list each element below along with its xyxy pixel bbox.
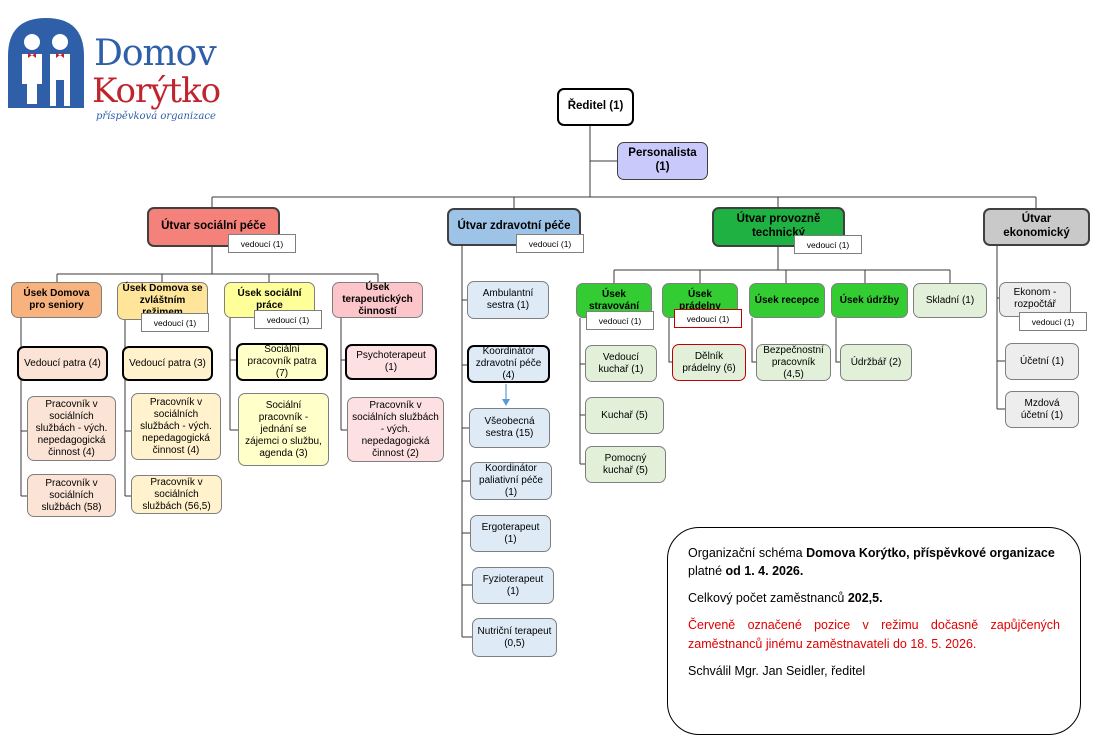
therapy-item-1[interactable]: Psychoterapeut (1) — [345, 344, 437, 380]
reception-item-1[interactable]: Bezpečnostní pracovník (4,5) — [756, 344, 831, 381]
catering-item-3[interactable]: Pomocný kuchař (5) — [585, 446, 666, 483]
vedouci-tag-econ: vedoucí (1) — [1019, 312, 1087, 331]
special-item-1[interactable]: Vedoucí patra (3) — [122, 346, 213, 381]
section-maintenance[interactable]: Úsek údržby — [831, 283, 908, 318]
storekeeper-box[interactable]: Skladní (1) — [913, 283, 987, 318]
vedouci-tag-catering: vedoucí (1) — [586, 311, 654, 330]
vedouci-tag-tech: vedoucí (1) — [794, 235, 862, 254]
therapy-item-2[interactable]: Pracovník v sociálních službách - vých. … — [347, 397, 444, 462]
logo-subtitle: příspěvková organizace — [96, 111, 216, 122]
health-item-2[interactable]: Koordinátor zdravotní péče (4) — [467, 345, 550, 383]
health-item-6[interactable]: Fyzioterapeut (1) — [472, 567, 554, 604]
down-arrow-icon — [502, 384, 510, 406]
logo-domov: Domov — [94, 33, 217, 74]
econ-item-1[interactable]: Ekonom - rozpočtář — [999, 282, 1071, 317]
laundry-item-1[interactable]: Dělník prádelny (6) — [672, 344, 746, 381]
logo: Domov Korýtko příspěvková organizace — [6, 14, 236, 122]
social-work-item-1[interactable]: Sociální pracovník patra (7) — [236, 343, 328, 381]
vedouci-tag-laundry: vedoucí (1) — [674, 309, 742, 328]
dept-tech[interactable]: Útvar provozně technický — [712, 207, 845, 247]
dept-econ[interactable]: Útvar ekonomický — [983, 208, 1090, 246]
special-item-3[interactable]: Pracovník v sociálních službách (56,5) — [131, 475, 222, 514]
health-item-3[interactable]: Všeobecná sestra (15) — [469, 408, 550, 448]
section-reception[interactable]: Úsek recepce — [749, 283, 825, 318]
logo-korytko: Korýtko — [92, 71, 221, 111]
maintenance-item-1[interactable]: Údržbář (2) — [840, 344, 912, 381]
seniors-item-3[interactable]: Pracovník v sociálních službách (58) — [27, 474, 116, 517]
social-work-item-2[interactable]: Sociální pracovník - jednání se zájemci … — [238, 393, 329, 466]
vedouci-tag-social-work: vedoucí (1) — [254, 310, 322, 329]
seniors-item-2[interactable]: Pracovník v sociálních službách - vých. … — [27, 396, 116, 461]
health-item-4[interactable]: Koordinátor paliativní péče (1) — [470, 462, 552, 500]
catering-item-2[interactable]: Kuchař (5) — [585, 397, 664, 434]
econ-item-2[interactable]: Účetní (1) — [1005, 343, 1079, 380]
vedouci-tag-special: vedoucí (1) — [141, 313, 209, 332]
vedouci-tag-health: vedoucí (1) — [516, 234, 584, 253]
health-item-7[interactable]: Nutriční terapeut (0,5) — [472, 618, 557, 657]
health-item-1[interactable]: Ambulantní sestra (1) — [467, 281, 549, 319]
hr-box[interactable]: Personalista (1) — [617, 142, 708, 180]
econ-item-3[interactable]: Mzdová účetní (1) — [1005, 391, 1079, 428]
director-box[interactable]: Ředitel (1) — [557, 88, 634, 126]
note-red-positions: Červeně označené pozice v režimu dočasně… — [688, 618, 1060, 651]
logo-figures-icon — [8, 18, 84, 108]
note-validity: Organizační schéma Domova Korýtko, přísp… — [688, 546, 1055, 579]
health-item-5[interactable]: Ergoterapeut (1) — [470, 515, 551, 552]
catering-item-1[interactable]: Vedoucí kuchař (1) — [585, 345, 657, 382]
vedouci-tag-social: vedoucí (1) — [228, 234, 296, 253]
seniors-item-1[interactable]: Vedoucí patra (4) — [17, 346, 108, 381]
section-seniors[interactable]: Úsek Domova pro seniory — [11, 282, 102, 318]
note-approval: Schválil Mgr. Jan Seidler, ředitel — [688, 663, 866, 678]
section-therapy[interactable]: Úsek terapeutických činností — [332, 282, 423, 318]
special-item-2[interactable]: Pracovník v sociálních službách - vých. … — [131, 393, 221, 460]
info-note: Organizační schéma Domova Korýtko, přísp… — [667, 527, 1081, 735]
note-total: Celkový počet zaměstnanců 202,5. — [688, 591, 883, 606]
